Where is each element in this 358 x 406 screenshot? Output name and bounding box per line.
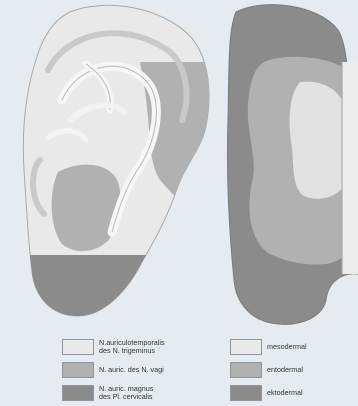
legend-item-cervical: N. auric. magnus des Pl. cervicalis: [62, 385, 153, 401]
legend-swatch-light: [62, 339, 94, 355]
legend-item-trigeminus: N.auriculotemporalis des N. trigeminus: [62, 339, 165, 355]
legend-label-ektodermal: ektodermal: [267, 389, 303, 397]
legend-item-entodermal: entodermal: [230, 362, 303, 378]
legend-swatch-medium: [230, 362, 262, 378]
legend-label-trigeminus: N.auriculotemporalis des N. trigeminus: [99, 339, 165, 355]
legend-label-vagus: N. auric. des N. vagi: [99, 366, 164, 374]
ear-lateral-view: [0, 5, 230, 335]
legend-item-ektodermal: ektodermal: [230, 385, 303, 401]
legend-label-mesodermal: mesodermal: [267, 343, 307, 351]
zone-cervical-plexus: [0, 255, 230, 335]
mesodermal-zone: [290, 82, 344, 199]
legend-swatch-dark: [230, 385, 262, 401]
legend-swatch-medium: [62, 362, 94, 378]
legend-label-entodermal: entodermal: [267, 366, 303, 374]
legend-item-mesodermal: mesodermal: [230, 339, 307, 355]
legend-swatch-dark: [62, 385, 94, 401]
legend-swatch-light: [230, 339, 262, 355]
legend-item-vagus: N. auric. des N. vagi: [62, 362, 164, 378]
legend-label-cervical: N. auric. magnus des Pl. cervicalis: [99, 385, 153, 401]
ear-medial-view: [227, 5, 358, 325]
